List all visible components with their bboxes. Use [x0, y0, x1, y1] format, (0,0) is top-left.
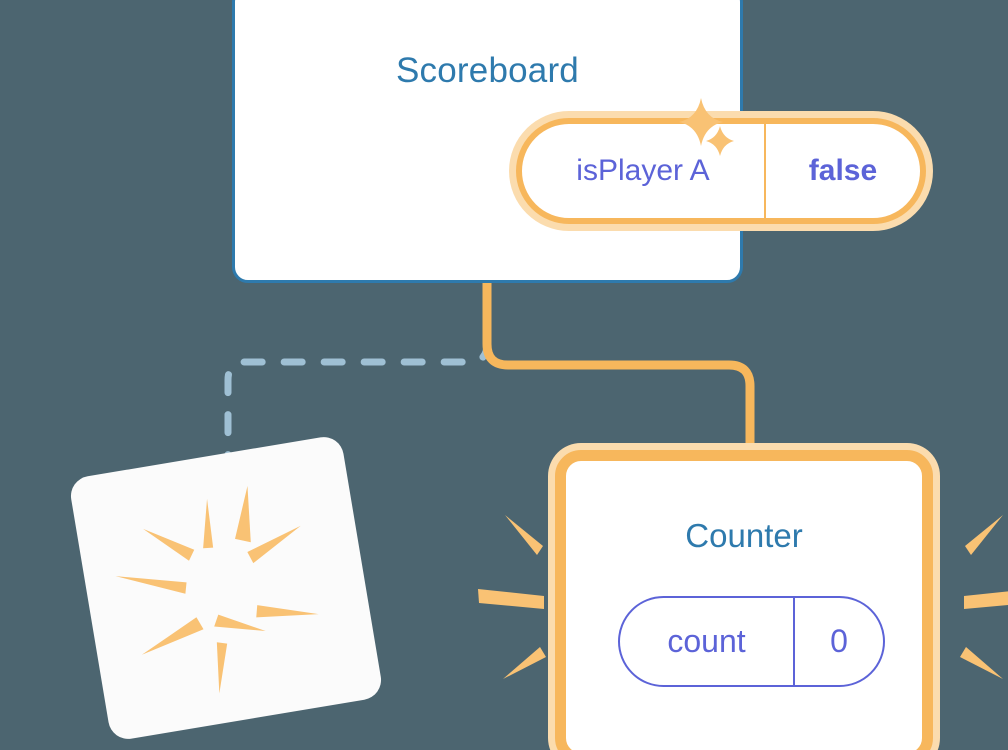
tilted-flash-card[interactable]	[67, 434, 385, 742]
counter-title: Counter	[685, 517, 803, 554]
scoreboard-title: Scoreboard	[396, 51, 579, 90]
scoreboard-card[interactable]: Scoreboard isPlayer A false	[232, 0, 926, 283]
burst-icon	[115, 486, 319, 694]
scoreboard-state-pill[interactable]: isPlayer A false	[516, 118, 926, 224]
burst-rays-counter-left	[478, 515, 546, 679]
counter-state-pill[interactable]: count 0	[618, 596, 885, 687]
scoreboard-state-value: false	[808, 154, 878, 187]
scoreboard-state-key: isPlayer A	[522, 124, 766, 218]
counter-state-key: count	[620, 598, 795, 685]
counter-card[interactable]: Counter count 0	[555, 450, 933, 750]
burst-rays-counter-right	[960, 515, 1008, 679]
counter-state-value: 0	[830, 623, 848, 659]
solid-connector-to-counter	[482, 280, 755, 470]
